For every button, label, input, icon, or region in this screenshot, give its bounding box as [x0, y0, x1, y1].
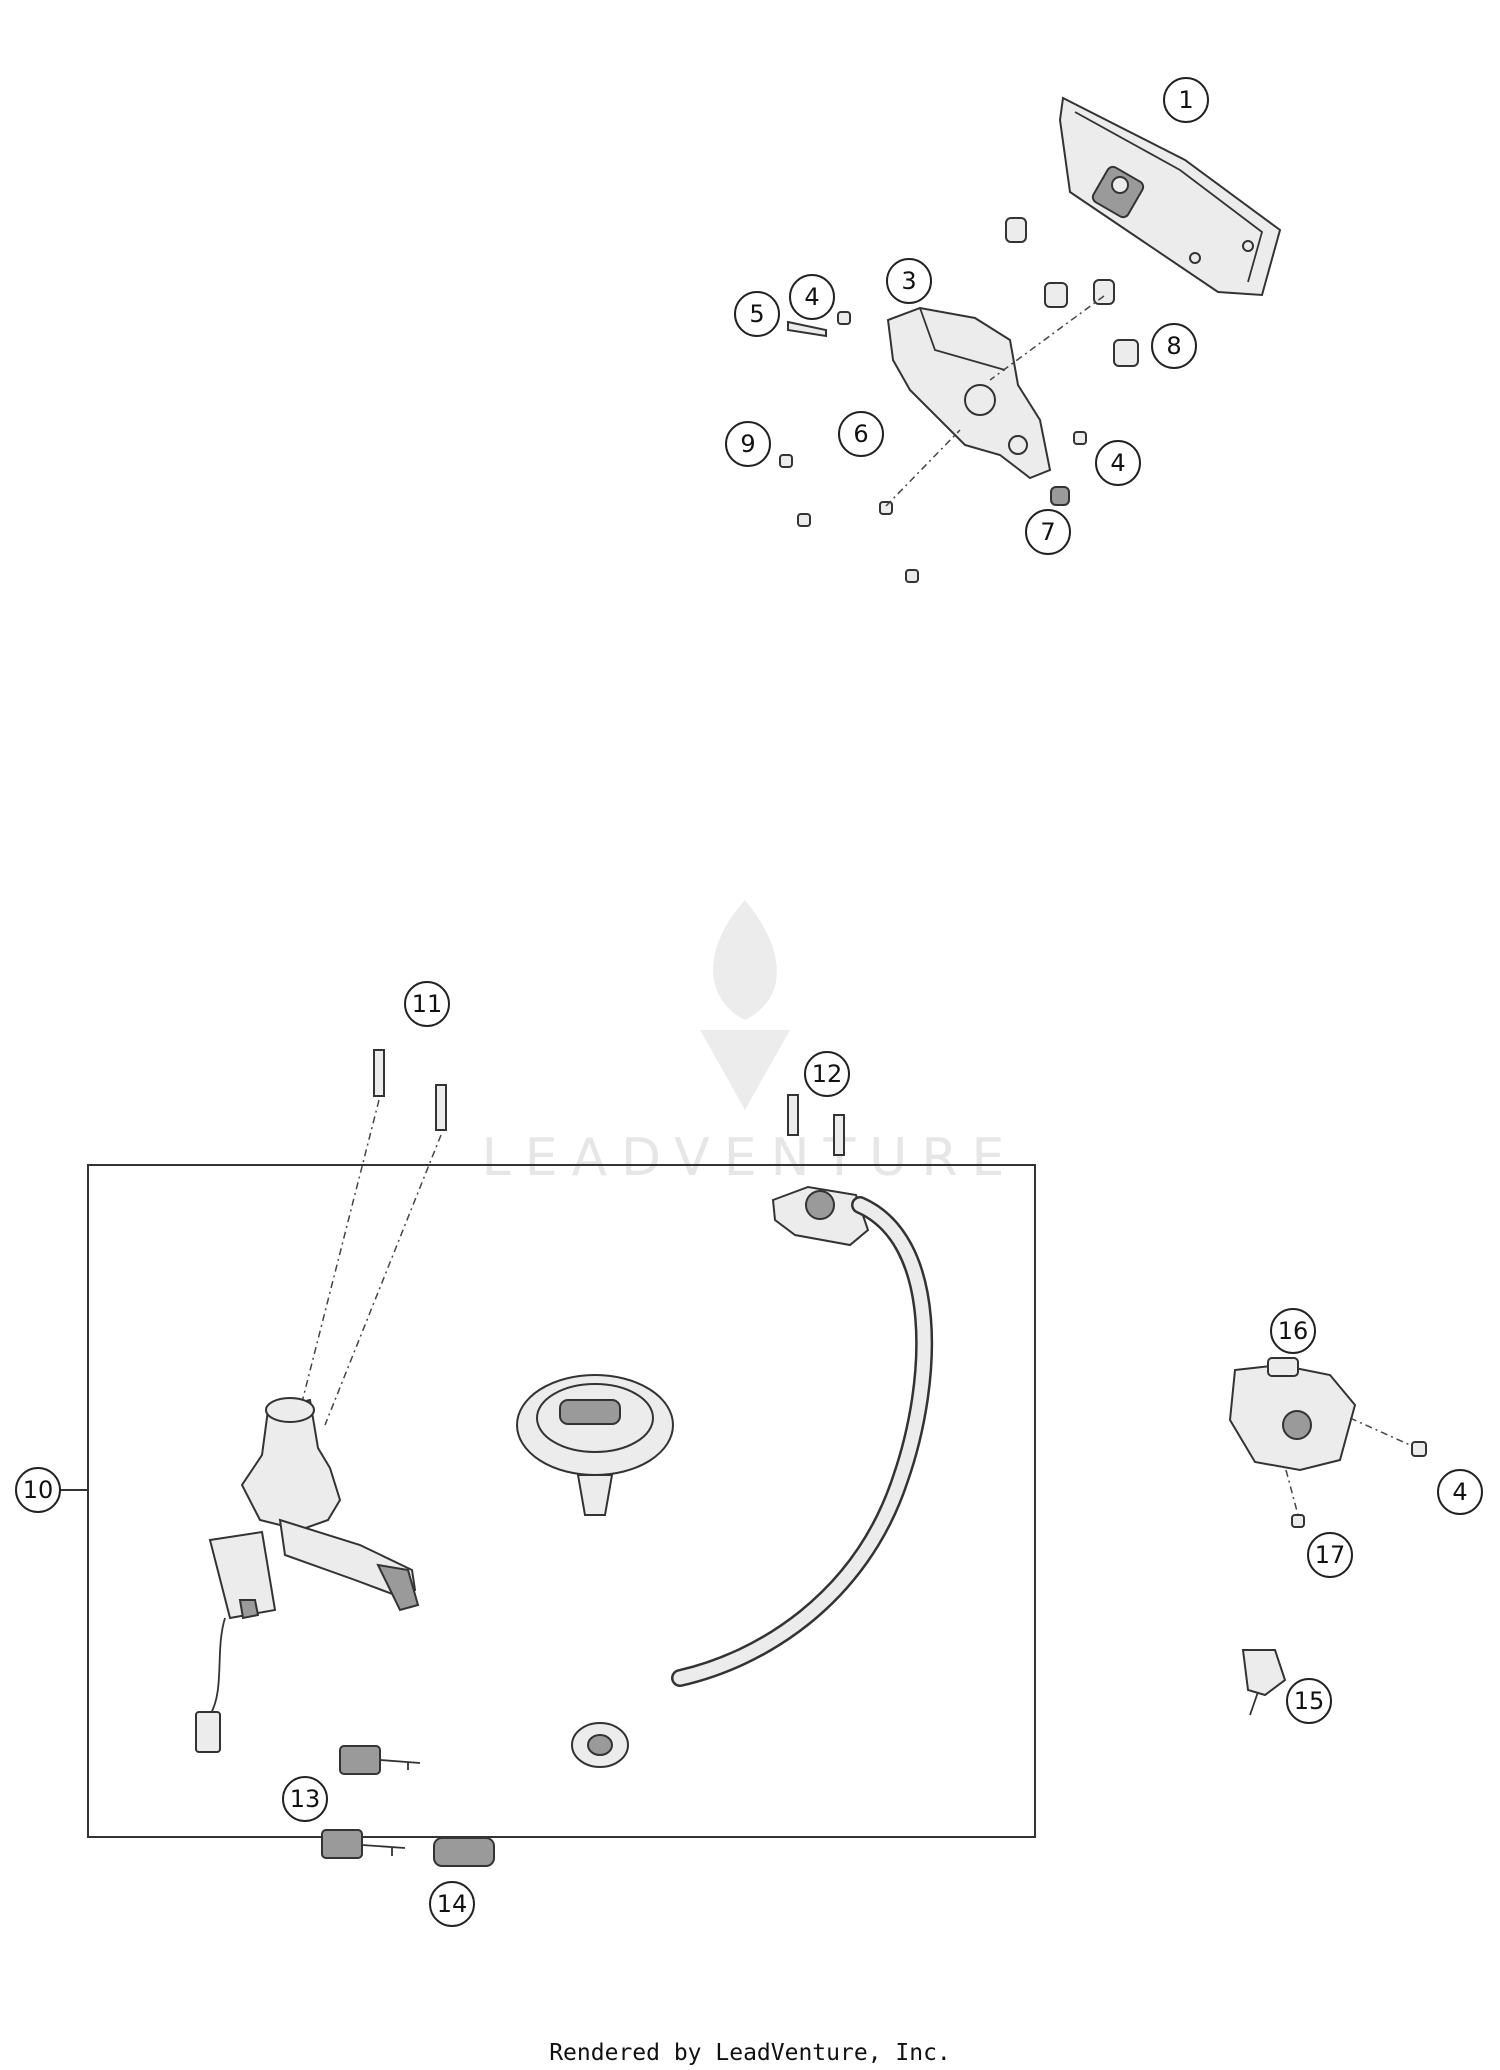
kit-frame: [87, 1164, 1036, 1838]
switch-clip: [1241, 1649, 1287, 1716]
leader-line: [1349, 1417, 1411, 1446]
ignition-lock: [240, 1397, 420, 1612]
leader-line: [989, 295, 1105, 381]
svg-text:4: 4: [1452, 1478, 1467, 1506]
connector-cable: [195, 1530, 277, 1753]
svg-text:16: 16: [1278, 1317, 1309, 1345]
bowden-cable: [671, 1196, 934, 1687]
callout-4: 4: [1437, 1469, 1483, 1515]
svg-text:12: 12: [812, 1060, 843, 1088]
screw: [787, 1094, 799, 1136]
ignition-cover: [1228, 1357, 1357, 1472]
svg-text:4: 4: [804, 283, 819, 311]
seat-lock-plate: [771, 1185, 870, 1247]
screw: [833, 1114, 845, 1156]
grommet: [1093, 279, 1115, 305]
screw: [1291, 1514, 1305, 1528]
callout-5: 5: [734, 291, 780, 337]
dashboard-display: [1058, 96, 1282, 297]
footer-credit: Rendered by LeadVenture, Inc.: [549, 2040, 951, 2066]
callout-3: 3: [886, 258, 932, 304]
screw: [797, 513, 811, 527]
svg-text:8: 8: [1166, 332, 1181, 360]
fuel-tank-cap: [516, 1374, 674, 1516]
svg-text:7: 7: [1040, 518, 1055, 546]
svg-text:15: 15: [1294, 1687, 1325, 1715]
callout-6: 6: [838, 411, 884, 457]
svg-text:14: 14: [437, 1890, 468, 1918]
display-bracket: [886, 306, 1052, 480]
leader-line: [1285, 1469, 1299, 1516]
callout-17: 17: [1307, 1532, 1353, 1578]
watermark-flame-icon: [713, 900, 777, 1020]
svg-text:9: 9: [740, 430, 755, 458]
bolt: [787, 320, 827, 338]
key: [321, 1829, 406, 1859]
watermark-v-icon: [700, 1030, 790, 1110]
grommet: [1005, 217, 1027, 243]
callout-8: 8: [1151, 323, 1197, 369]
callout-13: 13: [282, 1776, 328, 1822]
security-bolt: [435, 1084, 447, 1131]
callout-4: 4: [1095, 440, 1141, 486]
watermark-text: LEADVENTURE: [482, 1128, 1019, 1188]
svg-text:13: 13: [290, 1785, 321, 1813]
callout-1: 1: [1163, 77, 1209, 123]
screw: [879, 501, 893, 515]
svg-text:6: 6: [853, 420, 868, 448]
screw: [905, 569, 919, 583]
grommet: [1044, 282, 1068, 308]
svg-text:17: 17: [1315, 1541, 1346, 1569]
callout-7: 7: [1025, 509, 1071, 555]
screw: [1073, 431, 1087, 445]
leadventure-watermark: LEADVENTURE: [482, 900, 1019, 1188]
svg-text:1: 1: [1178, 86, 1193, 114]
grommet: [1113, 339, 1139, 367]
seat-lock: [571, 1722, 629, 1768]
callout-16: 16: [1270, 1308, 1316, 1354]
leader-line: [299, 1099, 380, 1411]
grommet: [1050, 486, 1070, 506]
svg-text:10: 10: [23, 1476, 54, 1504]
key: [339, 1745, 421, 1775]
callout-11: 11: [404, 981, 450, 1027]
leader-line: [885, 429, 961, 507]
screw: [1411, 1441, 1427, 1457]
svg-text:3: 3: [901, 267, 916, 295]
callout-15: 15: [1286, 1678, 1332, 1724]
svg-text:4: 4: [1110, 449, 1125, 477]
svg-text:5: 5: [749, 300, 764, 328]
screw: [837, 311, 851, 325]
bowden-cable-inner: [673, 1198, 931, 1685]
screw: [779, 454, 793, 468]
svg-text:11: 11: [412, 990, 443, 1018]
callout-12: 12: [804, 1051, 850, 1097]
security-bolt: [373, 1049, 385, 1097]
key-fob: [433, 1837, 495, 1867]
callout-14: 14: [429, 1881, 475, 1927]
callout-10: 10: [15, 1467, 61, 1513]
leader-line: [324, 1134, 442, 1426]
callout-9: 9: [725, 421, 771, 467]
callout-4: 4: [789, 274, 835, 320]
